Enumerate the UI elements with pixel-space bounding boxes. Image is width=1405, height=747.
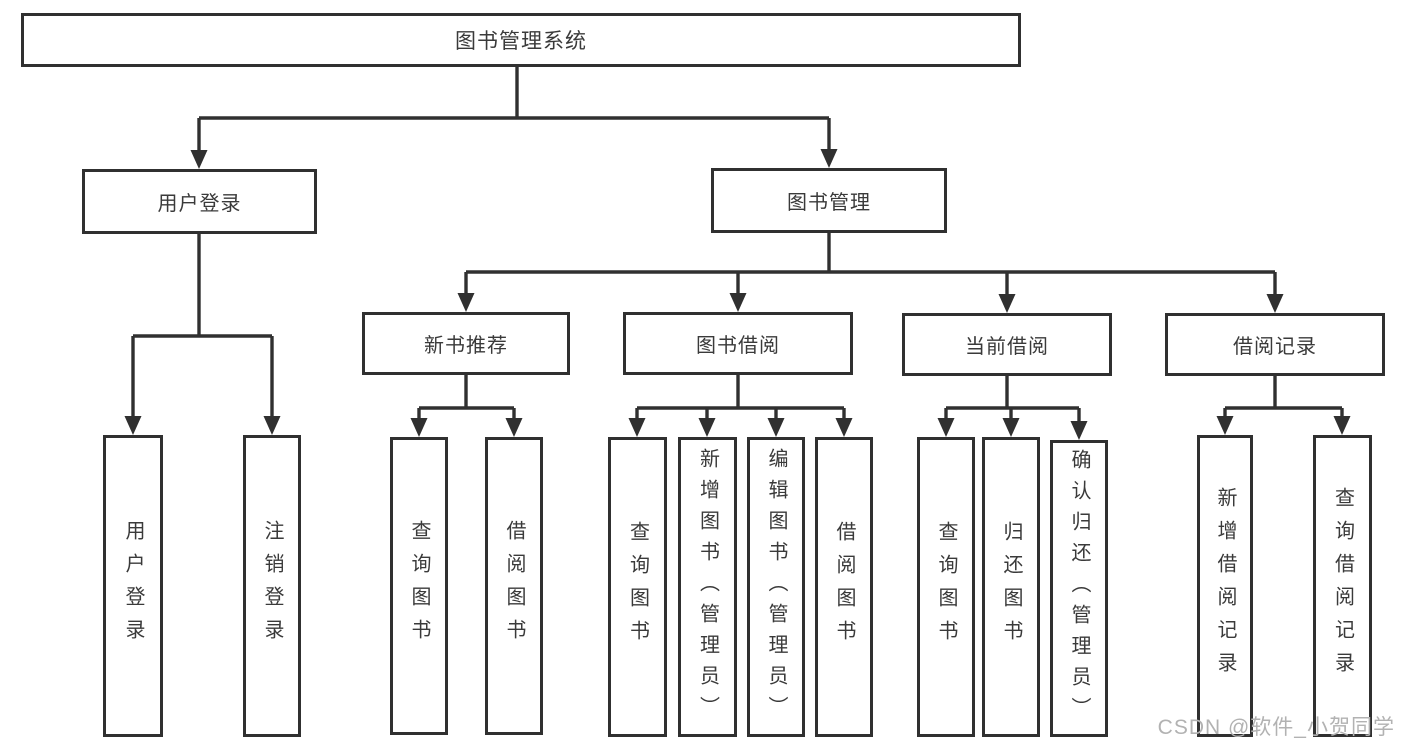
node-borrow-add-books: 新增图书（管理员） (678, 437, 737, 737)
arrowhead-icon (1333, 416, 1351, 435)
node-current-query-books: 查询图书 (917, 437, 975, 737)
node-current-borrow: 当前借阅 (902, 313, 1112, 376)
arrowhead-icon (937, 418, 955, 437)
node-label: 图书管理系统 (455, 30, 587, 53)
node-label: 图书借阅 (696, 335, 780, 357)
arrowhead-icon (767, 418, 785, 437)
node-label: 借阅图书 (833, 521, 855, 653)
watermark: CSDN @软件_小贺同学 (1157, 716, 1395, 739)
arrowhead-icon (1070, 421, 1088, 440)
arrowhead-icon (190, 150, 208, 169)
node-label: 新书推荐 (424, 335, 508, 357)
node-current-confirm-return: 确认归还（管理员） (1050, 440, 1108, 737)
arrowhead-icon (263, 416, 281, 435)
node-label: 借阅记录 (1233, 336, 1317, 358)
node-rec-borrow-books: 借阅图书 (485, 437, 543, 735)
node-label: 查询借阅记录 (1331, 487, 1354, 685)
node-current-return-books: 归还图书 (982, 437, 1040, 737)
node-label: 编辑图书（管理员） (765, 447, 787, 727)
node-label: 注销登录 (261, 520, 283, 652)
node-borrow-edit-books: 编辑图书（管理员） (747, 437, 805, 737)
node-label: 新增借阅记录 (1214, 487, 1236, 685)
arrowhead-icon (835, 418, 853, 437)
node-book-mgmt: 图书管理 (711, 168, 947, 233)
node-label: 借阅图书 (503, 520, 525, 652)
arrowhead-icon (457, 293, 475, 312)
arrowhead-icon (998, 294, 1016, 313)
node-logout-user: 注销登录 (243, 435, 301, 737)
arrowhead-icon (1266, 294, 1284, 313)
node-book-borrow: 图书借阅 (623, 312, 853, 375)
node-label: 用户登录 (157, 193, 242, 215)
arrowhead-icon (820, 149, 838, 168)
node-login-user: 用户登录 (103, 435, 163, 737)
arrowhead-icon (628, 418, 646, 437)
arrowhead-icon (410, 418, 428, 437)
arrowhead-icon (1216, 416, 1234, 435)
node-records-query: 查询借阅记录 (1313, 435, 1372, 737)
node-label: 查询图书 (408, 520, 430, 652)
arrowhead-icon (505, 418, 523, 437)
node-label: 查询图书 (935, 521, 957, 653)
node-user-login: 用户登录 (82, 169, 317, 234)
arrowhead-icon (124, 416, 142, 435)
node-label: 用户登录 (122, 520, 144, 652)
node-label: 归还图书 (1000, 521, 1022, 653)
arrowhead-icon (698, 418, 716, 437)
node-label: 查询图书 (626, 521, 649, 653)
node-root: 图书管理系统 (21, 13, 1021, 67)
node-label: 图书管理 (787, 192, 871, 214)
arrowhead-icon (1002, 418, 1020, 437)
arrowhead-icon (729, 293, 747, 312)
node-borrow-records: 借阅记录 (1165, 313, 1385, 376)
node-new-book-rec: 新书推荐 (362, 312, 570, 375)
node-label: 新增图书（管理员） (696, 447, 719, 727)
node-label: 当前借阅 (965, 336, 1049, 358)
node-rec-query-books: 查询图书 (390, 437, 448, 735)
node-label: 确认归还（管理员） (1068, 449, 1090, 728)
node-records-add: 新增借阅记录 (1197, 435, 1253, 737)
node-borrow-query-books: 查询图书 (608, 437, 667, 737)
node-borrow-borrow-books: 借阅图书 (815, 437, 873, 737)
